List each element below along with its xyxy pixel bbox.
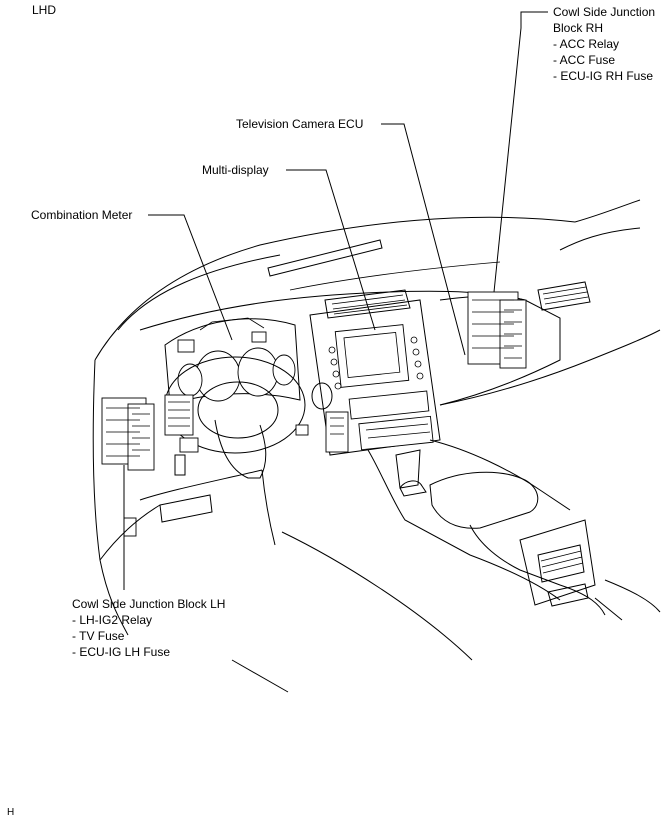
leader-multi-display (286, 169, 376, 331)
cowl-lh-item-ecu-ig-lh-fuse: - ECU-IG LH Fuse (72, 645, 170, 659)
lower-dash-left (139, 469, 263, 501)
right-lower-dash (439, 329, 661, 406)
leader-lines (123, 11, 548, 590)
console-rear-panel (519, 519, 596, 606)
cowl-rh-item-acc-relay: - ACC Relay (553, 37, 619, 51)
leader-tv-camera-ecu (381, 123, 466, 356)
floor-line-left (281, 531, 473, 661)
audio-control-panel (358, 415, 434, 451)
left-cowl-edge (92, 359, 129, 636)
label-multi-display: Multi-display (202, 163, 269, 177)
multi-display-screen (334, 324, 410, 388)
windshield-right-edge (574, 199, 641, 223)
cowl-rh-item-ecu-ig-rh-fuse: - ECU-IG RH Fuse (553, 69, 653, 83)
leader-combination-meter (148, 214, 233, 341)
combination-meter-part (177, 317, 296, 402)
illustration-code: H (7, 807, 14, 818)
right-air-vent (537, 281, 591, 311)
cowl-lh-title: Cowl Side Junction Block LH (72, 597, 225, 611)
rear-console-pocket (547, 583, 589, 607)
a-pillar-lower (559, 227, 641, 251)
center-stack-bezel (309, 299, 441, 456)
label-television-camera-ecu: Television Camera ECU (236, 117, 363, 131)
climate-control-panel (348, 390, 430, 420)
center-stack-buttons (328, 336, 424, 390)
cowl-rh-title-1: Cowl Side Junction (553, 5, 655, 19)
console-right-edge (429, 439, 571, 511)
instrument-hood (164, 318, 301, 406)
lhd-label: LHD (32, 3, 56, 17)
cowl-side-junction-block-lh-part (101, 397, 155, 537)
leader-cowl-rh (493, 11, 548, 293)
center-air-vent (324, 289, 411, 319)
television-camera-ecu-part (325, 411, 349, 453)
console-left-edge (367, 449, 561, 601)
dash-crease (289, 261, 501, 291)
footwell-edge (261, 469, 276, 546)
defroster-vent (267, 239, 383, 277)
armrest (429, 471, 539, 529)
rear-air-vent (537, 544, 585, 583)
cowl-lh-item-lh-ig2-relay: - LH-IG2 Relay (72, 613, 152, 627)
left-panel-switches (164, 394, 309, 453)
cowl-rh-title-2: Block RH (553, 21, 603, 35)
label-cowl-side-junction-block-lh: Cowl Side Junction Block LH - LH-IG2 Rel… (72, 597, 225, 659)
cowl-side-junction-block-rh-part (467, 291, 527, 369)
console-side (469, 524, 606, 616)
dash-top-line (94, 216, 576, 361)
dashboard-illustration (92, 199, 661, 693)
left-round-vent (311, 382, 333, 410)
shift-boot (395, 449, 421, 489)
label-combination-meter: Combination Meter (31, 208, 132, 222)
floor-line-lower (231, 659, 289, 693)
cowl-lh-item-tv-fuse: - TV Fuse (72, 629, 125, 643)
label-cowl-side-junction-block-rh: Cowl Side Junction Block RH - ACC Relay … (553, 5, 655, 83)
dash-upper-left (117, 254, 281, 331)
knee-panel (159, 494, 213, 523)
cowl-rh-item-acc-fuse: - ACC Fuse (553, 53, 615, 67)
